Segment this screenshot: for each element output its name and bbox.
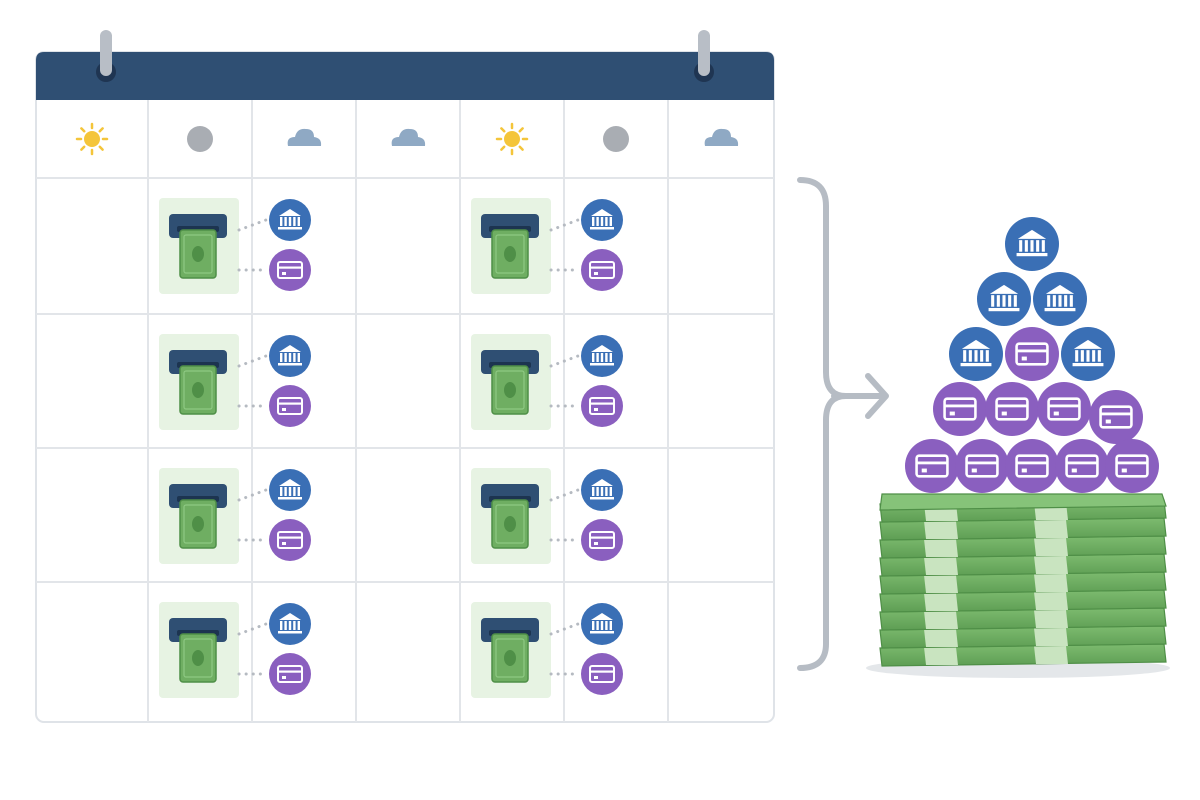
- cash-layer: [879, 625, 1167, 649]
- connector-dots: [237, 218, 268, 232]
- bank-icon: [1005, 217, 1059, 271]
- bank-icon: [949, 327, 1003, 381]
- cash-layer: [879, 517, 1167, 541]
- bank-icon: [269, 199, 311, 241]
- cloud-icon: [287, 128, 322, 146]
- bank-icon: [1061, 327, 1115, 381]
- sun-icon: [75, 122, 109, 156]
- card-icon: [581, 249, 623, 291]
- cash-layer: [879, 571, 1167, 595]
- atm-withdrawal-icon: [159, 602, 239, 698]
- week-row: [159, 468, 623, 564]
- card-icon: [933, 382, 987, 436]
- atm-withdrawal-icon: [159, 334, 239, 430]
- bank-icon: [581, 603, 623, 645]
- moon-icon: [603, 126, 629, 152]
- card-icon: [269, 519, 311, 561]
- card-icon: [1005, 439, 1059, 493]
- atm-withdrawal-icon: [159, 468, 239, 564]
- calendar-ring-right: [694, 30, 714, 82]
- coin-pyramid-row: [905, 439, 1159, 493]
- coin-pyramid-row: [977, 272, 1087, 326]
- calendar-body: [35, 51, 775, 723]
- coin-pyramid-row: [949, 327, 1115, 381]
- week-rows: [159, 198, 623, 698]
- card-icon: [985, 382, 1039, 436]
- card-icon: [1089, 390, 1143, 444]
- connector-dots: [237, 488, 268, 502]
- moon-icon: [187, 126, 213, 152]
- connector-dots: [549, 218, 580, 232]
- calendar-grid: [36, 100, 774, 722]
- card-icon: [581, 519, 623, 561]
- card-icon: [955, 439, 1009, 493]
- accumulated-result: [866, 217, 1170, 678]
- bank-icon: [269, 469, 311, 511]
- bracket-arrow-connector: [797, 177, 889, 671]
- card-icon: [1037, 382, 1091, 436]
- atm-withdrawal-icon: [471, 334, 551, 430]
- bank-icon: [269, 603, 311, 645]
- connector-dots: [549, 488, 580, 502]
- card-icon: [581, 385, 623, 427]
- connector-dots: [237, 354, 268, 368]
- calendar-header: [36, 52, 774, 100]
- card-icon: [1005, 327, 1059, 381]
- connector-dots: [237, 622, 268, 636]
- bank-icon: [581, 199, 623, 241]
- cloud-icon: [704, 128, 739, 146]
- atm-withdrawal-icon: [471, 602, 551, 698]
- atm-withdrawal-icon: [471, 198, 551, 294]
- coin-pyramid: [905, 217, 1159, 493]
- atm-withdrawal-icon: [471, 468, 551, 564]
- cash-layer: [879, 553, 1167, 577]
- card-icon: [269, 385, 311, 427]
- bank-icon: [581, 469, 623, 511]
- cash-stack-icon: [866, 493, 1170, 678]
- card-icon: [1105, 439, 1159, 493]
- cloud-icon: [391, 128, 426, 146]
- card-icon: [905, 439, 959, 493]
- calendar-ring-left: [96, 30, 116, 82]
- bank-icon: [581, 335, 623, 377]
- bank-icon: [1033, 272, 1087, 326]
- coin-pyramid-row: [1005, 217, 1059, 271]
- card-icon: [269, 249, 311, 291]
- connector-dots: [549, 622, 580, 636]
- coin-pyramid-row: [933, 382, 1143, 444]
- bank-icon: [977, 272, 1031, 326]
- week-row: [159, 602, 623, 698]
- cash-layer: [879, 535, 1167, 559]
- connector-dots: [549, 354, 580, 368]
- bank-icon: [269, 335, 311, 377]
- atm-withdrawal-icon: [159, 198, 239, 294]
- weather-row: [75, 122, 739, 156]
- week-row: [159, 198, 623, 294]
- cash-top-sheet: [879, 493, 1167, 511]
- card-icon: [1055, 439, 1109, 493]
- calendar: [35, 30, 775, 723]
- cash-layer: [879, 643, 1167, 667]
- week-row: [159, 334, 623, 430]
- bracket: [797, 177, 849, 671]
- sun-icon: [495, 122, 529, 156]
- card-icon: [581, 653, 623, 695]
- card-icon: [269, 653, 311, 695]
- arrow-head: [865, 373, 889, 419]
